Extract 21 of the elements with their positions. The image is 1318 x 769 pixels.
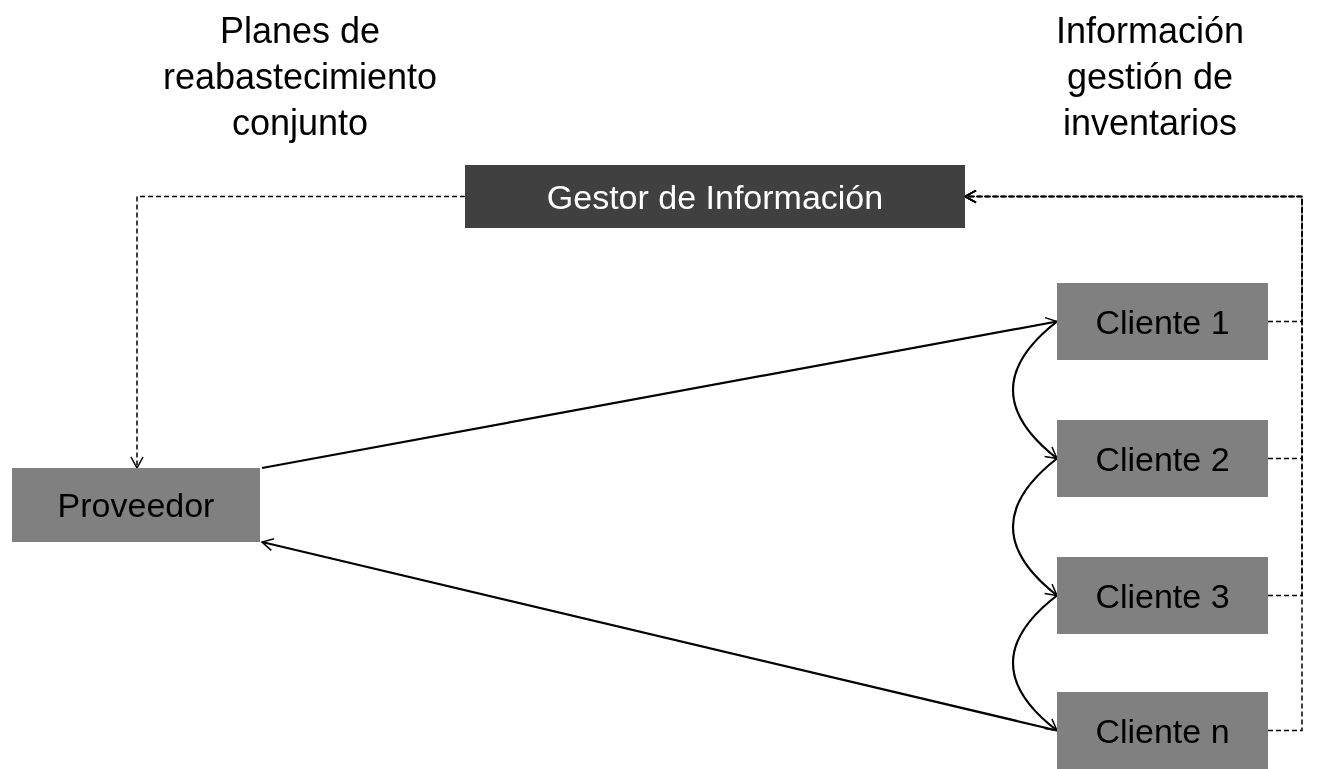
arrow [1012, 320, 1058, 460]
arrow [1012, 457, 1058, 597]
dashed-arrow [130, 195, 466, 469]
node-label: Cliente n [1095, 713, 1230, 748]
process-box [1057, 692, 1268, 769]
node-label: Cliente 1 [1095, 304, 1230, 339]
process-box [12, 468, 260, 542]
arrow [261, 537, 1058, 732]
annotation-text: Planes de reabastecimiento conjunto [161, 9, 439, 145]
annotation-text: Información gestión de inventarios [1054, 9, 1246, 145]
process-box [1057, 557, 1268, 634]
node-label: Gestor de Información [546, 179, 884, 214]
process-box [1057, 420, 1268, 497]
node-label: Cliente 3 [1095, 578, 1230, 613]
arrow [261, 316, 1058, 470]
node-label: Proveedor [57, 488, 215, 522]
node-label: Cliente 2 [1095, 441, 1230, 476]
process-box [1057, 283, 1268, 360]
process-box [465, 165, 965, 228]
dashed-arrow [964, 189, 1303, 732]
arrow [1011, 594, 1058, 732]
